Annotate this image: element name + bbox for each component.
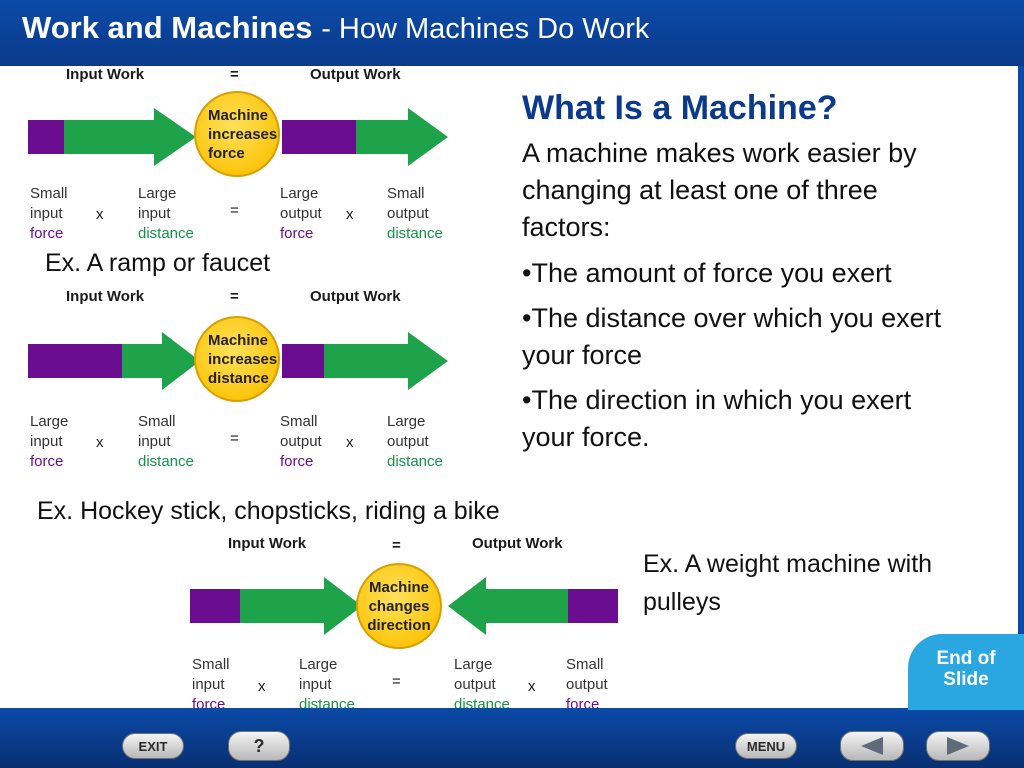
right-stripe bbox=[1018, 66, 1024, 708]
bullet-force: •The amount of force you exert bbox=[522, 258, 892, 288]
next-button[interactable] bbox=[926, 731, 990, 761]
equals-label: = bbox=[230, 66, 239, 83]
slide-title: Work and Machines - How Machines Do Work bbox=[22, 10, 650, 45]
times-sign: x bbox=[258, 678, 266, 695]
previous-button[interactable] bbox=[840, 731, 904, 761]
equals-label: = bbox=[392, 537, 401, 554]
times-sign: x bbox=[96, 206, 104, 223]
arrow-bars bbox=[28, 108, 448, 166]
input-work-label: Input Work bbox=[66, 66, 145, 83]
equals-sign: = bbox=[230, 202, 239, 219]
slide-subtitle: - How Machines Do Work bbox=[321, 13, 650, 45]
output-work-label: Output Work bbox=[310, 66, 401, 83]
arrow-left-icon bbox=[861, 737, 883, 755]
section-heading: What Is a Machine? bbox=[522, 89, 838, 127]
equals-sign: = bbox=[230, 430, 239, 447]
menu-button[interactable]: MENU bbox=[735, 733, 797, 759]
bullet-direction: •The direction in which you exert your f… bbox=[522, 385, 912, 452]
end-of-slide-tab[interactable]: End of Slide bbox=[908, 634, 1024, 710]
arrow-bars bbox=[28, 332, 448, 390]
intro-text: A machine makes work easier by changing … bbox=[522, 138, 917, 242]
input-work-label: Input Work bbox=[228, 535, 307, 552]
arrow-right-icon bbox=[947, 737, 969, 755]
output-work-label: Output Work bbox=[472, 535, 563, 552]
times-sign: x bbox=[346, 434, 354, 451]
times-sign: x bbox=[528, 678, 536, 695]
help-button[interactable]: ? bbox=[228, 731, 290, 761]
arrow-bars bbox=[190, 577, 618, 635]
times-sign: x bbox=[96, 434, 104, 451]
example-hockey: Ex. Hockey stick, chopsticks, riding a b… bbox=[37, 497, 500, 525]
equals-label: = bbox=[230, 288, 239, 305]
example-weight-machine: Ex. A weight machine with pulleys bbox=[643, 550, 933, 616]
example-ramp: Ex. A ramp or faucet bbox=[45, 249, 271, 277]
equals-sign: = bbox=[392, 673, 401, 690]
exit-button[interactable]: EXIT bbox=[122, 733, 184, 759]
slide-header: Work and Machines - How Machines Do Work bbox=[0, 0, 1024, 66]
input-work-label: Input Work bbox=[66, 288, 145, 305]
output-work-label: Output Work bbox=[310, 288, 401, 305]
times-sign: x bbox=[346, 206, 354, 223]
bullet-distance: •The distance over which you exert your … bbox=[522, 303, 942, 370]
